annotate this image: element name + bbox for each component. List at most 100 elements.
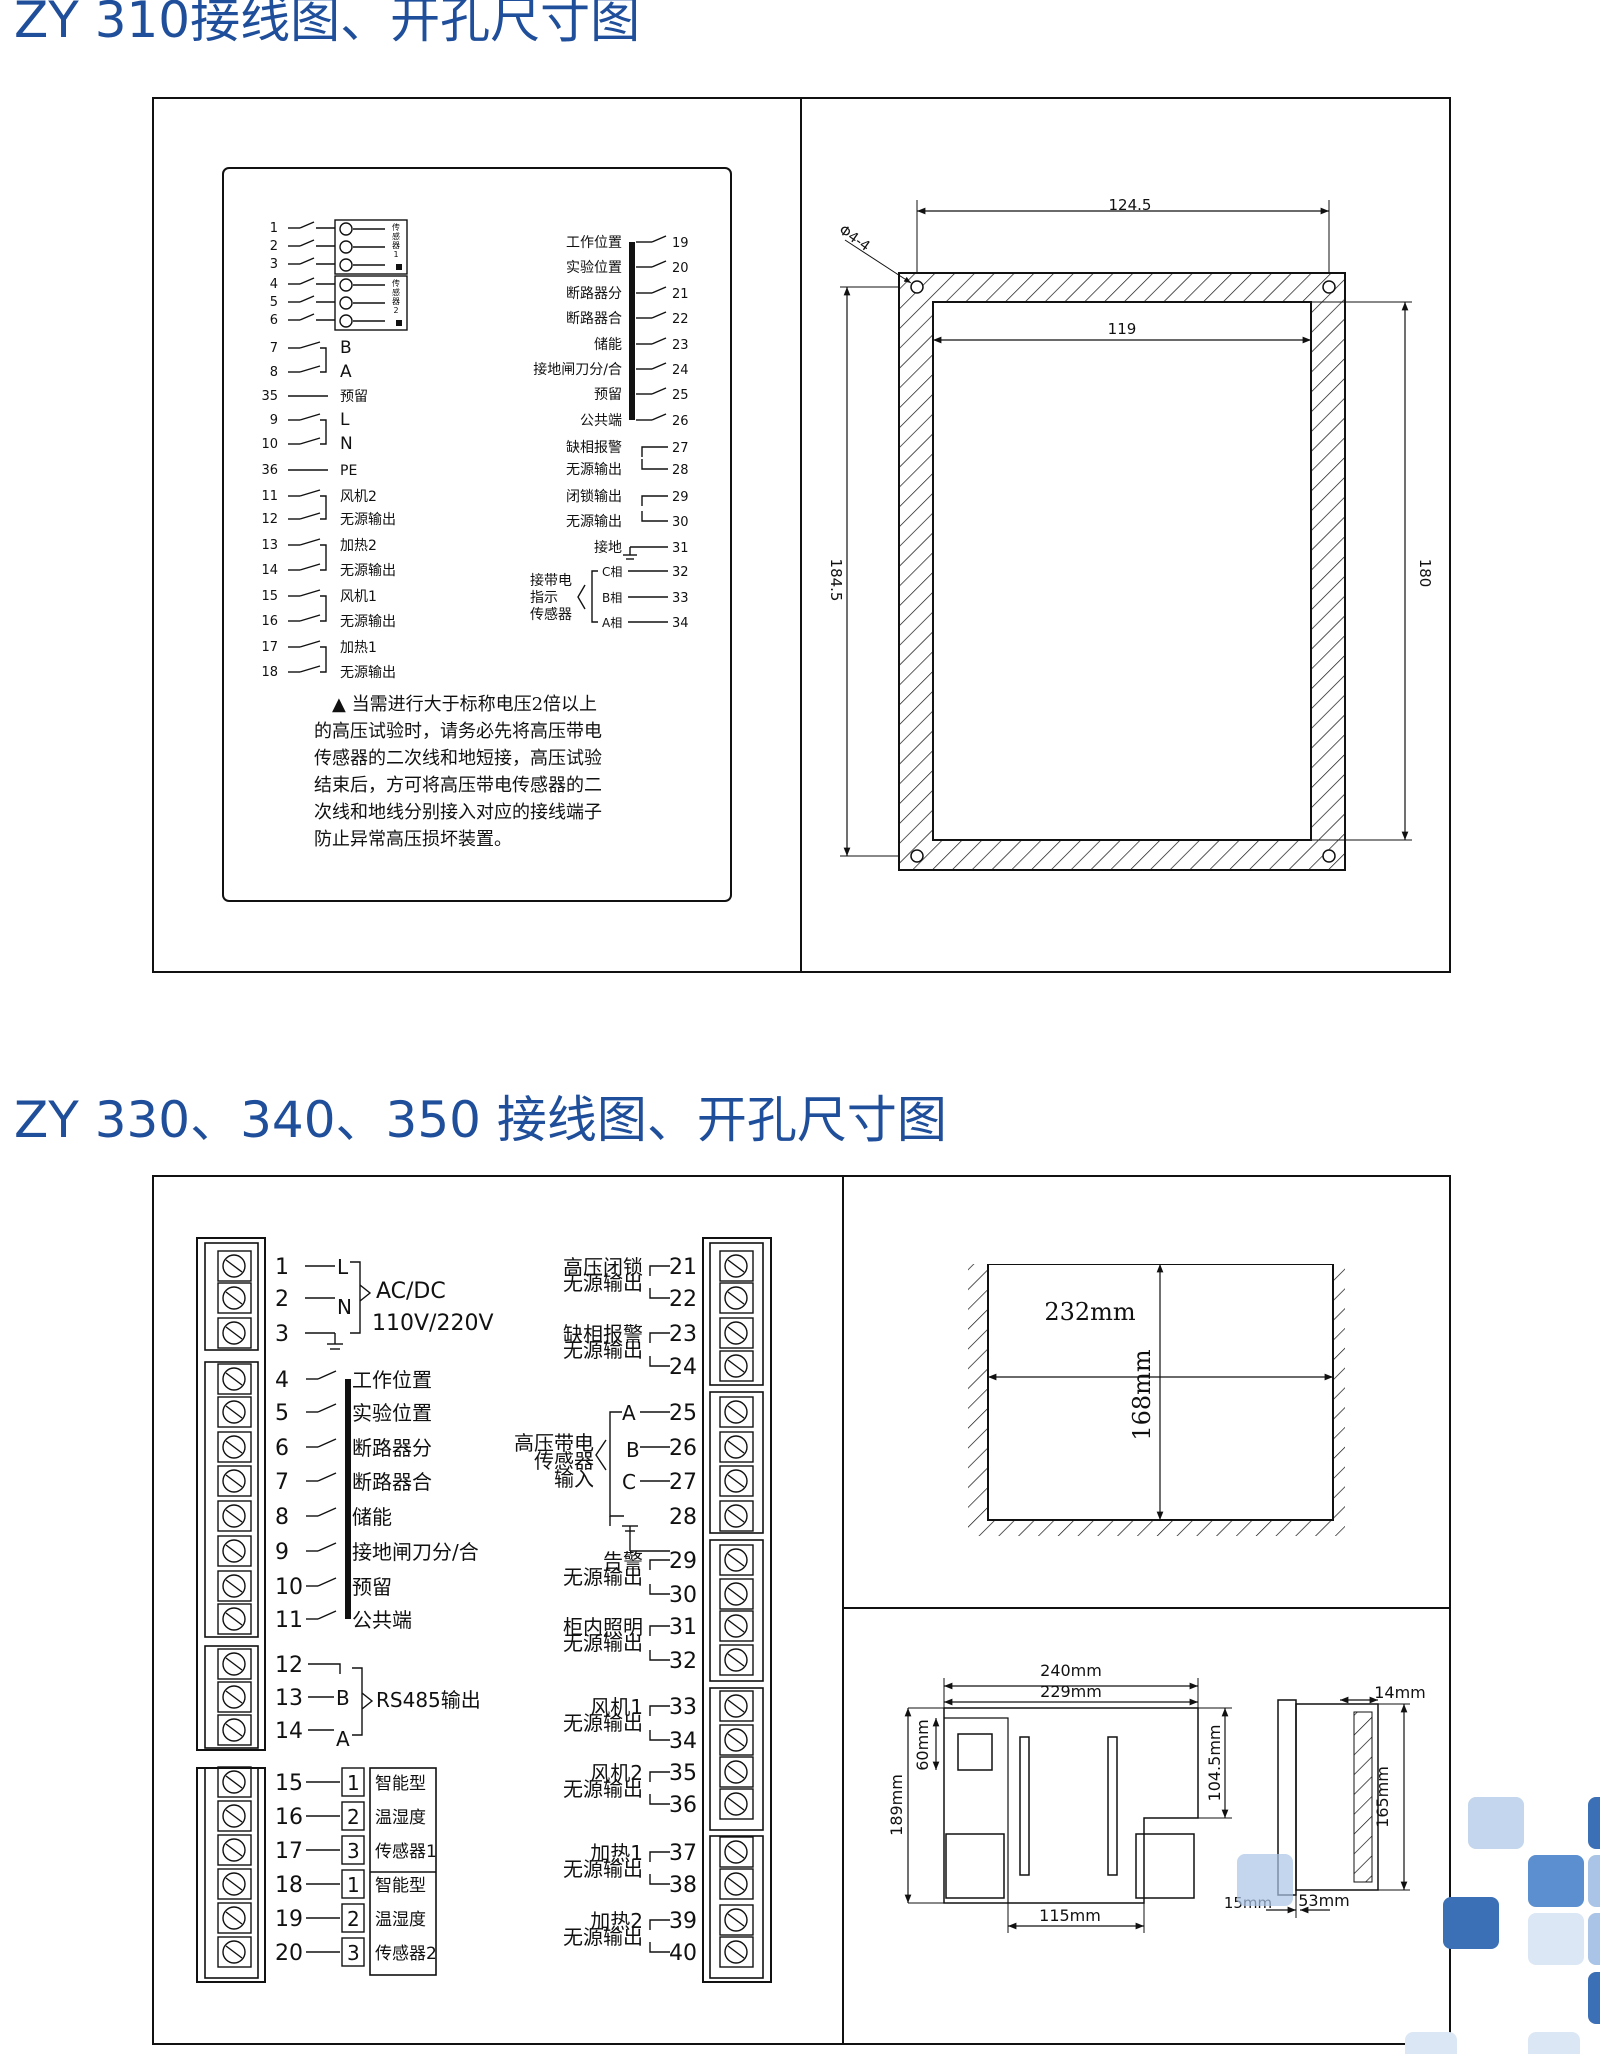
s1-left-num: 17 bbox=[261, 640, 278, 655]
s2-switch-label: 断路器分 bbox=[352, 1436, 432, 1460]
s2-sensor-label: 温湿度 bbox=[375, 1808, 426, 1828]
hv-phase: A bbox=[622, 1401, 636, 1425]
s2-left-num: 5 bbox=[275, 1401, 289, 1426]
svg-text:L: L bbox=[337, 1255, 349, 1279]
s1-right-num: 22 bbox=[672, 312, 689, 327]
s2-switch-label: 储能 bbox=[352, 1505, 392, 1529]
s1-right-num: 30 bbox=[672, 515, 689, 530]
s1-right-num: 31 bbox=[672, 541, 689, 556]
dim-14: 14mm bbox=[1374, 1683, 1426, 1702]
decorative-squares bbox=[1237, 1797, 1600, 2054]
s2-right-num: 26 bbox=[669, 1436, 697, 1461]
s1-right-label: 无源输出 bbox=[566, 514, 622, 530]
s2-right-num: 37 bbox=[669, 1841, 697, 1866]
s2-right-num: 32 bbox=[669, 1649, 697, 1674]
s2-sensor-label: 温湿度 bbox=[375, 1910, 426, 1930]
zy330-cutout-drawing: 232mm 168mm bbox=[968, 1244, 1345, 1536]
dim-104: 104.5mm bbox=[1205, 1725, 1224, 1802]
svg-text:1: 1 bbox=[393, 250, 398, 259]
s1-right-label: 接地闸刀分/合 bbox=[533, 361, 622, 378]
svg-text:传: 传 bbox=[392, 222, 400, 232]
s1-right-num: 20 bbox=[672, 261, 689, 276]
dim-53: 53mm bbox=[1298, 1891, 1350, 1910]
s2-output-label: 风机1 bbox=[590, 1695, 643, 1719]
s2-output-label: 柜内照明 bbox=[563, 1615, 643, 1639]
s1-left-num: 1 bbox=[270, 221, 278, 236]
zy330-body-drawing bbox=[904, 1678, 1410, 1933]
s1-right-num: 33 bbox=[672, 591, 689, 606]
s1-left-num: 7 bbox=[270, 341, 278, 356]
svg-text:1: 1 bbox=[347, 1873, 360, 1897]
s1-left-num: 8 bbox=[270, 365, 278, 380]
s2-left-num: 11 bbox=[275, 1608, 303, 1633]
svg-text:感: 感 bbox=[392, 287, 400, 297]
s2-output-label: 高压闭锁 bbox=[563, 1255, 643, 1279]
svg-text:器: 器 bbox=[392, 241, 400, 250]
warning-line: 的高压试验时，请务必先将高压带电 bbox=[314, 721, 602, 742]
svg-text:3: 3 bbox=[347, 1839, 360, 1863]
s2-output-label: 无源输出 bbox=[563, 1565, 643, 1589]
s1-left-num: 15 bbox=[261, 589, 278, 604]
warning-line: 结束后，方可将高压带电传感器的二 bbox=[314, 775, 602, 796]
s1-left-label: 无源输出 bbox=[340, 665, 396, 681]
s1-right-num: 32 bbox=[672, 565, 689, 580]
s2-right-num: 28 bbox=[669, 1505, 697, 1530]
s2-left-num: 4 bbox=[275, 1368, 289, 1393]
dim-165: 165mm bbox=[1373, 1766, 1392, 1828]
s1-left-num: 2 bbox=[270, 239, 278, 254]
s1-left-num: 4 bbox=[270, 277, 278, 292]
s1-right-num: 24 bbox=[672, 363, 689, 378]
s1-left-num: 3 bbox=[270, 257, 278, 272]
s2-right-num: 31 bbox=[669, 1615, 697, 1640]
power-label1: AC/DC bbox=[376, 1279, 446, 1304]
s2-left-num: 10 bbox=[275, 1575, 303, 1600]
s1-left-num: 9 bbox=[270, 413, 278, 428]
s1-left-label: N bbox=[340, 434, 353, 454]
s2-sensor-label: 智能型 bbox=[375, 1774, 426, 1794]
s1-left-label: 无源输出 bbox=[340, 563, 396, 579]
s2-right-num: 29 bbox=[669, 1549, 697, 1574]
s1-right-num: 21 bbox=[672, 287, 689, 302]
s1-left-num: 14 bbox=[261, 563, 278, 578]
s2-output-label: 无源输出 bbox=[563, 1338, 643, 1362]
zy310-cutout-drawing: 124.5 119 184.5 180 Φ4-4 bbox=[827, 196, 1434, 871]
dim-hole: Φ4-4 bbox=[836, 222, 873, 255]
zy330-left-terminals: 1234567891011121314151617181920LNAC/DC11… bbox=[196, 1237, 494, 1983]
s2-output-label: 无源输出 bbox=[563, 1711, 643, 1735]
s1-right-num: 28 bbox=[672, 463, 689, 478]
s1-right-label: 缺相报警 bbox=[566, 440, 622, 456]
s1-right-label: 储能 bbox=[594, 337, 622, 353]
s1-left-label: B bbox=[340, 338, 352, 358]
s2-sensor-label: 传感器1 bbox=[375, 1842, 437, 1862]
s2-output-label: 无源输出 bbox=[563, 1925, 643, 1949]
s2-right-num: 34 bbox=[669, 1729, 697, 1754]
s1-right-num: 23 bbox=[672, 338, 689, 353]
s2-right-num: 33 bbox=[669, 1695, 697, 1720]
hv-sensor-label: 高压带电 bbox=[514, 1431, 594, 1455]
s2-output-label: 无源输出 bbox=[563, 1857, 643, 1881]
zy310-panel bbox=[222, 167, 732, 902]
s2-left-num: 1 bbox=[275, 1255, 289, 1280]
hv-sensor-label: 传感器 bbox=[534, 1449, 594, 1473]
s2-left-num: 6 bbox=[275, 1436, 289, 1461]
s1-right-num: 26 bbox=[672, 414, 689, 429]
cutout-height: 168mm bbox=[1128, 1349, 1156, 1441]
s2-left-num: 12 bbox=[275, 1653, 303, 1678]
dim-229: 229mm bbox=[1040, 1682, 1102, 1701]
s2-left-num: 3 bbox=[275, 1322, 289, 1347]
s1-left-num: 13 bbox=[261, 538, 278, 553]
warning-line: 传感器的二次线和地短接，高压试验 bbox=[314, 748, 602, 769]
s1-left-label: 风机2 bbox=[340, 489, 377, 505]
svg-text:2: 2 bbox=[347, 1907, 360, 1931]
hv-phase: C bbox=[622, 1470, 636, 1494]
dim-60: 60mm bbox=[913, 1719, 932, 1771]
s1-sensor-group: 接带电 bbox=[530, 572, 572, 589]
s1-left-label: 加热2 bbox=[340, 538, 377, 554]
s2-output-label: 无源输出 bbox=[563, 1631, 643, 1655]
s2-left-num: 2 bbox=[275, 1287, 289, 1312]
svg-text:2: 2 bbox=[347, 1805, 360, 1829]
svg-text:器: 器 bbox=[392, 297, 400, 306]
hv-sensor-label: 输入 bbox=[554, 1467, 594, 1491]
